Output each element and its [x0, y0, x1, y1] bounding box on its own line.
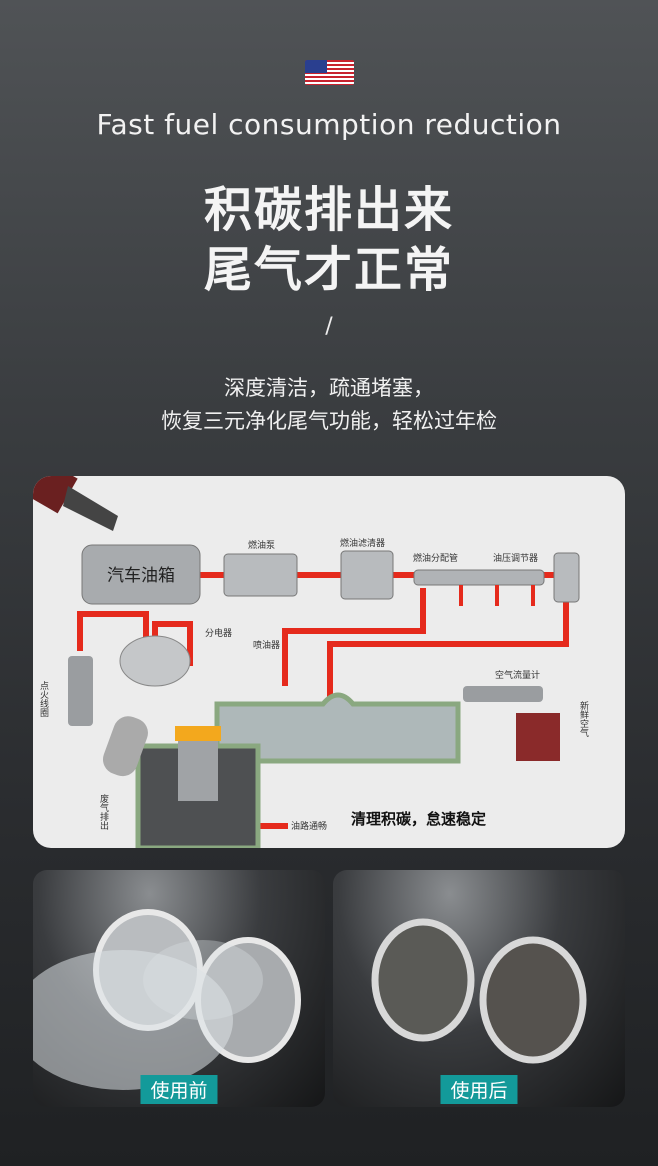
fuel-pump-label: 燃油泵 [248, 539, 275, 551]
exhaust-pipe-right [479, 936, 587, 1064]
divider: / [325, 314, 333, 339]
pressure-regulator-label: 油压调节器 [493, 552, 538, 564]
subtitle-line-2: 恢复三元净化尾气功能，轻松过年检 [161, 409, 497, 433]
fuel-tank-label: 汽车油箱 [107, 566, 175, 586]
fuel-rail-label: 燃油分配管 [413, 552, 458, 564]
exhaust-pipe-left [371, 918, 475, 1042]
after-label: 使用后 [440, 1075, 518, 1104]
pressure-regulator [553, 552, 580, 603]
distributor [119, 635, 191, 687]
combustion-chamber [175, 726, 221, 741]
air-flow-meter-label: 空气流量计 [495, 669, 540, 681]
us-flag-icon [305, 60, 354, 85]
ignition-coil [68, 656, 93, 726]
air-flow-meter [463, 686, 543, 702]
fuel-tank [81, 544, 201, 605]
additive-bottle-icon [33, 476, 118, 531]
fuel-rail [413, 569, 545, 586]
after-photo: 使用后 [333, 870, 625, 1107]
fuel-system-diagram: 汽车油箱 燃油泵 燃油滤清器 燃油分配管 油压调节器 点火线圈 分电器 喷油器 … [33, 476, 625, 848]
intake-manifold [214, 692, 461, 764]
legend-oil-line-label: 油路通畅 [291, 820, 327, 832]
caption-label: 清理积碳，怠速稳定 [351, 810, 486, 828]
ignition-coil-label: 点火线圈 [38, 681, 49, 718]
distributor-label: 分电器 [205, 627, 232, 639]
subtitle-line-1: 深度清洁，疏通堵塞， [224, 376, 434, 400]
title-line-2: 尾气才正常 [203, 242, 454, 298]
air-filter [516, 713, 560, 761]
english-title: Fast fuel consumption reduction [96, 108, 562, 141]
exhaust-label: 废气排出 [98, 793, 109, 831]
fuel-pump [223, 553, 298, 597]
fresh-air-label: 新鲜空气 [578, 700, 589, 737]
exhaust-manifold [102, 716, 148, 777]
fuel-filter-label: 燃油滤清器 [340, 537, 385, 549]
before-photo: 使用前 [33, 870, 325, 1107]
piston [178, 741, 218, 801]
before-label: 使用前 [140, 1075, 218, 1104]
smoke [33, 950, 233, 1090]
title-line-1: 积碳排出来 [203, 182, 454, 238]
injector-label: 喷油器 [253, 639, 280, 651]
fuel-filter [340, 550, 394, 600]
